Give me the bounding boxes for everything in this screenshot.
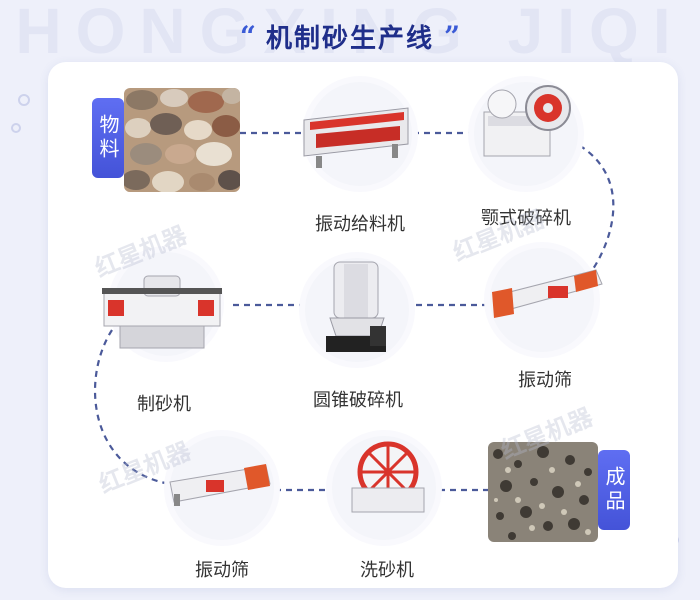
vibrating-screen-icon [492,269,603,318]
vibrating-screen-icon [169,464,271,506]
jaw-crusher-icon [483,85,571,157]
sand-washer-icon [351,441,425,513]
step-label-3: 振动筛 [518,370,572,391]
step-label-4: 圆锥破碎机 [313,390,403,411]
step-label-1: 振动给料机 [315,214,405,235]
step-label-5: 制砂机 [137,394,191,415]
input-material-tag: 物料 [92,98,124,178]
background-watermark: HONGXING JIQI [15,0,685,67]
decoration-dots-left [11,94,30,133]
step-label-2: 颚式破碎机 [481,208,571,229]
title-row: “ 机制砂生产线 ” [0,18,700,55]
raw-stone-photo [124,88,240,192]
step-label-6: 振动筛 [195,560,249,581]
title-quote-left: “ [239,19,256,53]
finished-sand-photo [488,442,598,542]
output-product-tag: 成品 [598,450,630,530]
title-quote-right: ” [444,19,461,53]
cone-crusher-icon [326,261,386,352]
sand-making-machine-icon [102,275,222,349]
page-title: 机制砂生产线 [265,24,434,54]
vibrating-feeder-icon [303,107,409,168]
step-label-7: 洗砂机 [360,560,414,581]
